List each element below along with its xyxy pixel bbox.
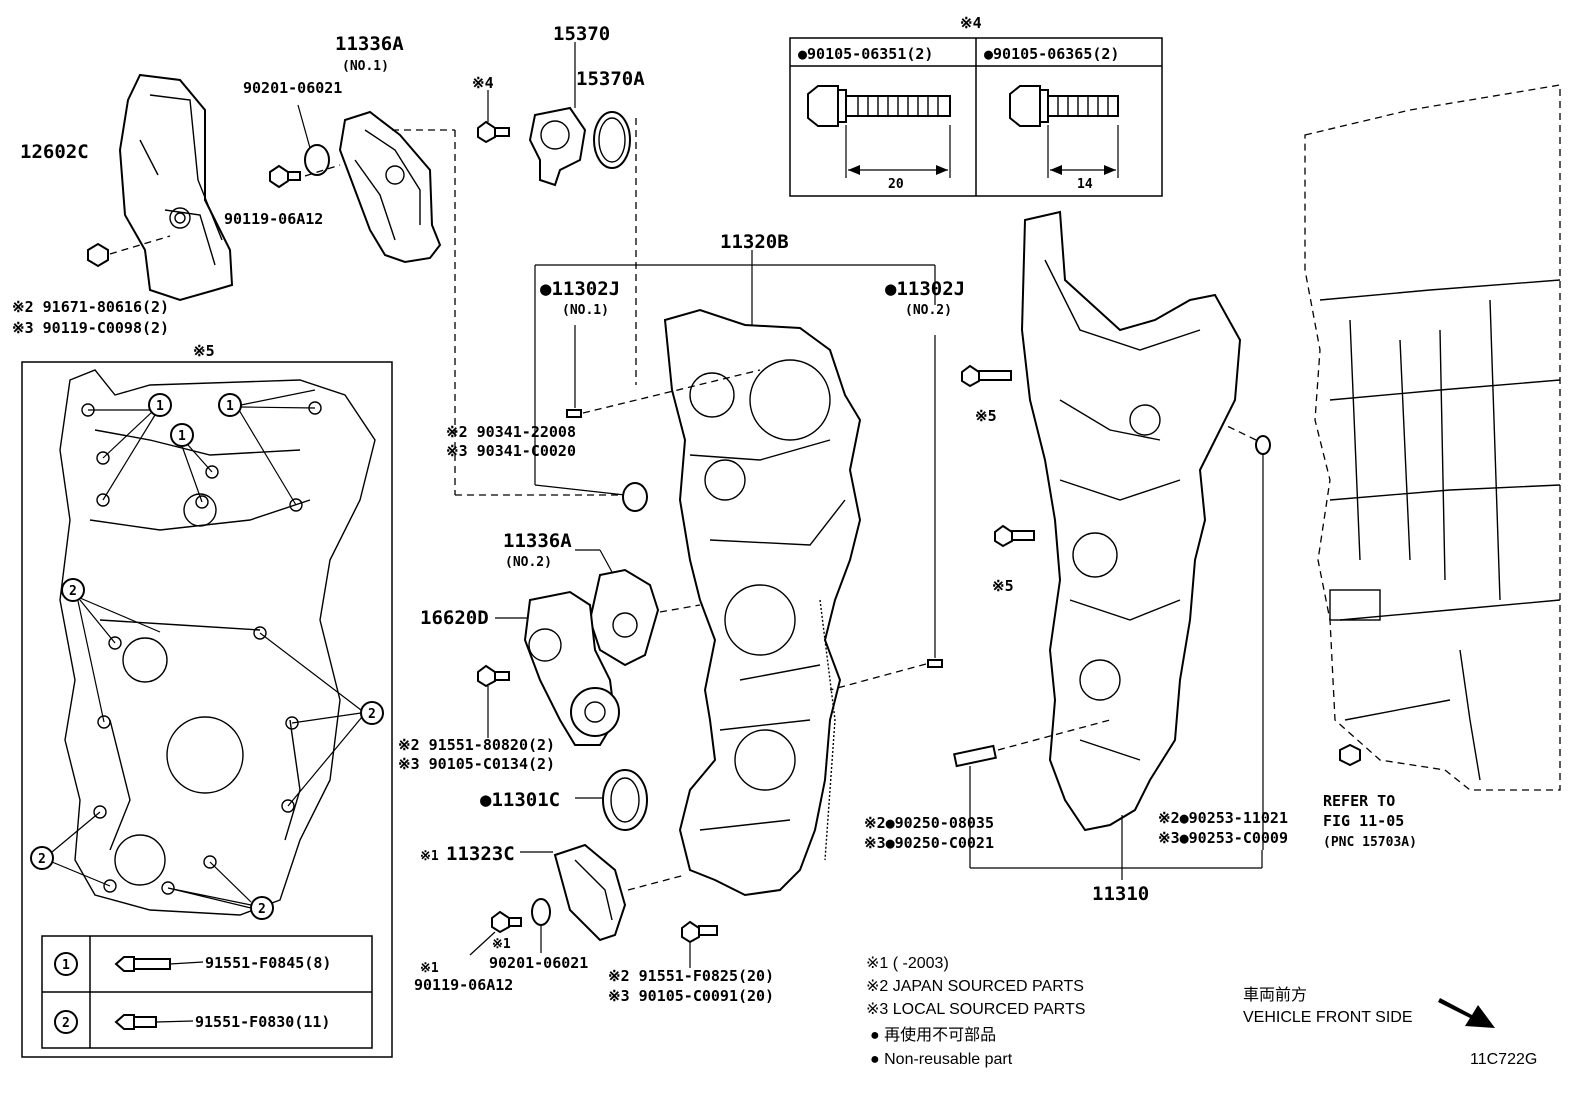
- bolt-note5-a-drawing: [961, 364, 1012, 388]
- bolt-note4-drawing: [477, 90, 510, 144]
- label-90119-06a12-top: 90119-06A12: [224, 210, 323, 228]
- label-91551-f0825: ※2 91551-F0825(20): [608, 967, 774, 985]
- label-11302j-no2-sub: (NO.2): [905, 303, 952, 318]
- bolt-91551-f0825-drawing: [681, 920, 718, 968]
- direction-en: VEHICLE FRONT SIDE: [1243, 1009, 1413, 1026]
- label-11336a-no1-sub: (NO.1): [342, 59, 389, 74]
- note4-box: [789, 37, 1163, 197]
- legend-line5: ● Non-reusable part: [870, 1051, 1013, 1068]
- direction-jp: 車両前方: [1243, 986, 1307, 1004]
- bolt-90119-bottom-drawing: [469, 910, 522, 956]
- note5-box: [21, 361, 393, 1058]
- label-11323c: 11323C: [446, 843, 515, 865]
- label-note1-b: ※1: [492, 937, 511, 952]
- cover-11310-drawing: [1020, 210, 1242, 880]
- label-11336a-no2: 11336A: [503, 530, 572, 552]
- plug-90341-drawing: [622, 482, 648, 512]
- label-90250-c0021: ※3●90250-C0021: [864, 834, 994, 852]
- label-note5-b: ※5: [992, 577, 1014, 595]
- refer-line2: FIG 11-05: [1323, 812, 1404, 830]
- bracket-11336a-no1-drawing: [338, 110, 442, 264]
- pin-11302j-no1-drawing: [566, 325, 761, 418]
- label-90119-c0098: ※3 90119-C0098(2): [12, 319, 169, 337]
- oring-15370a-drawing: [593, 111, 631, 169]
- note4-col2-header: ●90105-06365(2): [984, 45, 1119, 63]
- sensor-15370-drawing: [528, 42, 587, 187]
- label-11301c: ●11301C: [480, 789, 560, 811]
- bolt-90119-top-drawing: [269, 164, 341, 189]
- note5-callout-2b: 2: [368, 707, 376, 722]
- note5-callout-2c: 2: [38, 852, 46, 867]
- note5-row1-part: 91551-F0845(8): [205, 954, 331, 972]
- label-16620d: 16620D: [420, 607, 489, 629]
- label-11302j-no2: ●11302J: [885, 278, 965, 300]
- washer-90201-bottom-drawing: [531, 898, 551, 953]
- refer-line3: (PNC 15703A): [1323, 835, 1417, 850]
- note5-table-marker-1: 1: [62, 958, 70, 973]
- timing-chain-cover-11320b-drawing: [663, 250, 862, 897]
- label-15370: 15370: [553, 23, 610, 45]
- note4-col2-dim: 14: [1077, 177, 1093, 192]
- plug-90253-drawing: [1224, 424, 1271, 850]
- label-11320b: 11320B: [720, 231, 789, 253]
- label-11302j-no1: ●11302J: [540, 278, 620, 300]
- label-note1-a: ※1: [420, 961, 439, 976]
- tensioner-16620d-drawing: [495, 590, 620, 746]
- label-15370a: 15370A: [576, 68, 645, 90]
- engine-block-drawing: [1304, 84, 1561, 791]
- label-91671: ※2 91671-80616(2): [12, 298, 169, 316]
- timing-cover-12602c-drawing: [118, 73, 234, 302]
- note5-callout-1b: 1: [226, 399, 234, 414]
- legend-line3: ※3 LOCAL SOURCED PARTS: [866, 1001, 1085, 1018]
- note5-callout-2a: 2: [69, 584, 77, 599]
- label-90341-22008: ※2 90341-22008: [446, 423, 576, 441]
- note5-callout-2d: 2: [258, 902, 266, 917]
- bolt-91551-80820-drawing: [477, 664, 510, 738]
- legend-line2: ※2 JAPAN SOURCED PARTS: [866, 978, 1084, 995]
- note4-col1-dim: 20: [888, 177, 904, 192]
- seal-11301c-drawing: [575, 769, 648, 831]
- label-90253-c0009: ※3●90253-C0009: [1158, 829, 1288, 847]
- refer-line1: REFER TO: [1323, 792, 1395, 810]
- label-11323c-note: ※1: [420, 849, 439, 864]
- note5-table-marker-2: 2: [62, 1016, 70, 1031]
- vehicle-front-arrow: [1438, 998, 1495, 1028]
- note5-callout-1a: 1: [156, 399, 164, 414]
- leader-plug: [534, 484, 626, 496]
- figure-code: 11C722G: [1470, 1051, 1537, 1068]
- label-90119-06a12-bottom: 90119-06A12: [414, 976, 513, 994]
- bolt-91671-drawing: [87, 235, 171, 268]
- note5-title: ※5: [193, 342, 215, 360]
- label-90201-bottom: 90201-06021: [489, 954, 588, 972]
- dowel-90250-drawing: [953, 719, 1111, 850]
- label-90105-c0134: ※3 90105-C0134(2): [398, 755, 555, 773]
- label-11336a-no2-sub: (NO.2): [505, 555, 552, 570]
- label-90105-c0091: ※3 90105-C0091(20): [608, 987, 774, 1005]
- legend-line1: ※1 ( -2003): [866, 955, 949, 972]
- label-note4-bolt: ※4: [472, 74, 494, 92]
- label-11302j-no1-sub: (NO.1): [562, 303, 609, 318]
- label-90253-11021: ※2●90253-11021: [1158, 809, 1288, 827]
- note5-callout-1c: 1: [178, 429, 186, 444]
- note4-title: ※4: [960, 14, 982, 32]
- leader-11336a-no2: [659, 604, 701, 613]
- label-11336a-no1: 11336A: [335, 33, 404, 55]
- legend-line4: ● 再使用不可部品: [870, 1026, 996, 1044]
- note5-row2-part: 91551-F0830(11): [195, 1013, 330, 1031]
- label-90250-08035: ※2●90250-08035: [864, 814, 994, 832]
- pin-11302j-no2-drawing: [829, 335, 943, 691]
- guide-11323c-drawing: [520, 843, 686, 942]
- bolt-note5-b-drawing: [994, 524, 1035, 548]
- label-note5-a: ※5: [975, 407, 997, 425]
- label-91551-80820: ※2 91551-80820(2): [398, 736, 555, 754]
- label-90201-top: 90201-06021: [243, 79, 342, 97]
- label-11310: 11310: [1092, 883, 1149, 905]
- washer-90201-top-drawing: [297, 104, 330, 176]
- label-90341-c0020: ※3 90341-C0020: [446, 442, 576, 460]
- label-12602c: 12602C: [20, 141, 89, 163]
- note4-col1-header: ●90105-06351(2): [798, 45, 933, 63]
